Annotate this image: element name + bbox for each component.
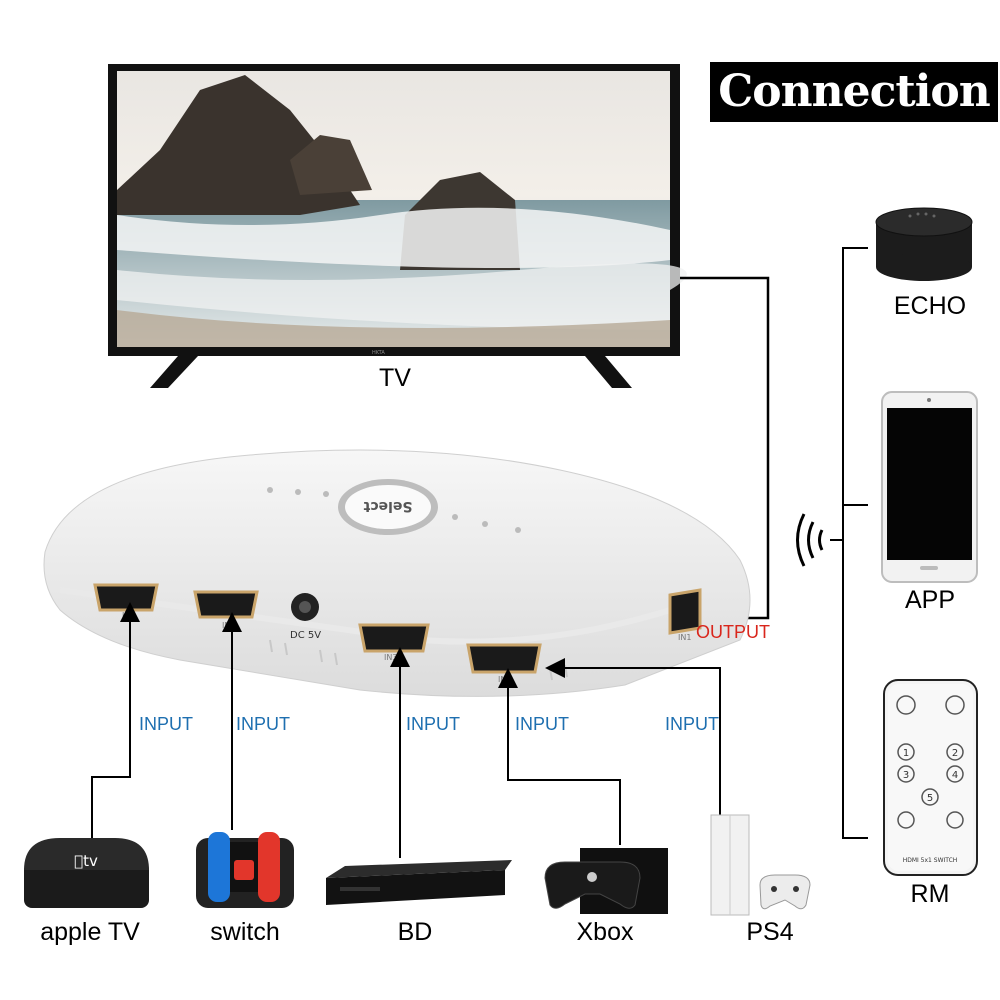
source-label-xbox: Xbox [560,918,650,947]
apple-tv-device: tv [24,838,149,908]
remote-device: 1 2 3 4 5 HDMI 5x1 SWITCH [884,680,977,875]
tv-leg-left [150,356,198,388]
output-label: OUTPUT [696,622,770,643]
phone-device [882,392,977,582]
svg-text:tv: tv [74,852,98,870]
ps4-device [711,815,810,915]
svg-text:2: 2 [952,748,958,759]
port-label-in2: IN2 [498,675,511,684]
source-label-apple-tv: apple TV [20,918,160,947]
input-label-3: INPUT [406,714,460,735]
line-xbox [508,678,620,845]
tv-brand: HKTA [372,350,385,356]
tv-leg-right [585,356,632,388]
select-button-label: Select [363,498,412,514]
tv: HKTA [108,64,687,388]
dc-label: DC 5V [290,630,321,641]
bd-player-device [326,860,512,905]
controller-label-rm: RM [880,880,980,909]
controller-label-echo: ECHO [880,292,980,321]
input-label-2: INPUT [236,714,290,735]
line-appletv [92,612,130,840]
hdmi-port-in4 [195,592,257,617]
xbox-device [545,848,668,914]
tv-label: TV [360,364,430,393]
hdmi-port-in5 [95,585,157,610]
hdmi-port-in3 [360,625,428,651]
port-label-in3: IN3 [384,653,397,662]
svg-text:3: 3 [903,770,909,781]
port-label-in5: IN5 [122,611,135,620]
nintendo-switch-device [196,832,294,908]
input-label-1: INPUT [139,714,193,735]
hdmi-switcher: Select DC 5V IN5 IN4 IN3 IN2 IN1 [44,450,750,696]
dc-port [291,593,319,621]
input-label-4: INPUT [515,714,569,735]
source-label-switch: switch [190,918,300,947]
svg-text:1: 1 [903,748,909,759]
echo-device [876,208,972,281]
source-label-ps4: PS4 [735,918,805,947]
input-label-5: INPUT [665,714,719,735]
remote-caption: HDMI 5x1 SWITCH [903,857,958,864]
controller-label-app: APP [880,586,980,615]
wireless-icon [798,514,823,566]
svg-text:4: 4 [952,770,958,781]
port-label-in4: IN4 [222,621,235,630]
port-label-in1: IN1 [678,633,691,642]
hdmi-port-in2 [468,645,540,672]
svg-text:5: 5 [927,793,933,804]
controller-bracket [843,248,868,838]
source-label-bd: BD [380,918,450,947]
